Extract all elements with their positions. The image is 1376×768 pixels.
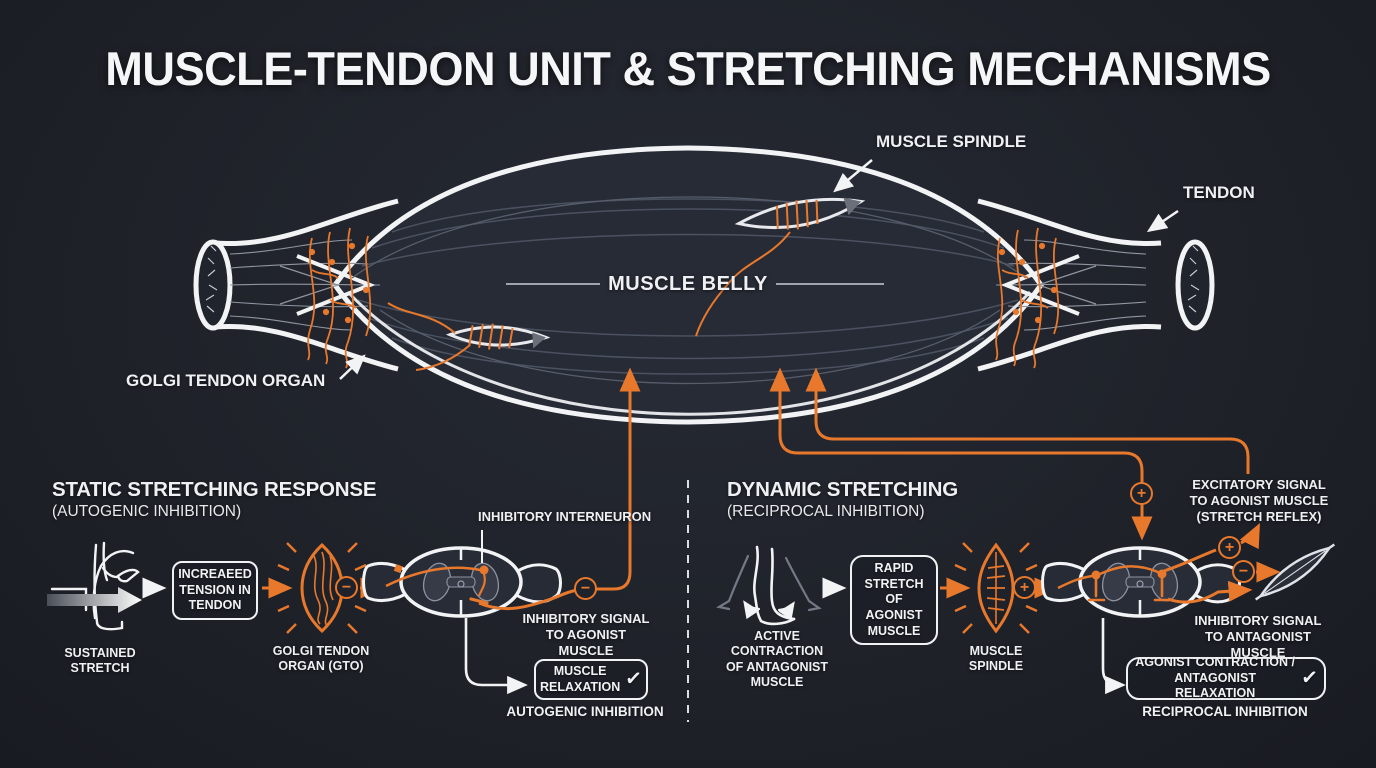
plus-circle-icon: + bbox=[1013, 576, 1036, 599]
dynamic-panel-heading: DYNAMIC STRETCHING bbox=[727, 478, 959, 501]
agonist-contraction-box: AGONIST CONTRACTION / ANTAGONIST RELAXAT… bbox=[1126, 655, 1326, 701]
kick-figure bbox=[715, 545, 822, 626]
static-result-arrow bbox=[464, 618, 528, 695]
tendon-label: TENDON bbox=[1183, 183, 1255, 202]
muscle-spindle-label: MUSCLE SPINDLE bbox=[876, 132, 1027, 151]
right-tendon bbox=[977, 198, 1215, 372]
gto-icon bbox=[277, 542, 367, 634]
muscle-relaxation-text: MUSCLE RELAXATION bbox=[539, 663, 621, 694]
muscle-relaxation-box: MUSCLE RELAXATION ✓ bbox=[534, 659, 648, 700]
inhibitory-interneuron-label: INHIBITORY INTERNEURON bbox=[478, 509, 652, 524]
increased-tension-box: INCREAEED TENSION IN TENDON bbox=[172, 561, 258, 620]
excitatory-signal-label: EXCITATORY SIGNAL TO AGONIST MUSCLE (STR… bbox=[1189, 477, 1329, 524]
agonist-contraction-text: AGONIST CONTRACTION / ANTAGONIST RELAXAT… bbox=[1135, 655, 1295, 701]
dynamic-result-arrow bbox=[1101, 618, 1126, 695]
sustained-stretch-caption: SUSTAINED STRETCH bbox=[64, 646, 136, 676]
spinal-cord-left bbox=[362, 546, 562, 618]
dynamic-panel-subheading: (RECIPROCAL INHIBITION) bbox=[727, 503, 925, 520]
check-icon: ✓ bbox=[1300, 666, 1320, 690]
rapid-stretch-box: RAPID STRETCH OF AGONIST MUSCLE bbox=[850, 555, 938, 646]
antagonist-muscle-icon bbox=[1254, 543, 1336, 601]
muscle-spindle-figure-bottom bbox=[387, 302, 551, 371]
muscle-spindle-pointer-arrow bbox=[833, 159, 873, 193]
muscle-belly-label: MUSCLE BELLY bbox=[608, 273, 768, 295]
muscle-spindle-caption: MUSCLE SPINDLE bbox=[968, 644, 1024, 674]
page-title: MUSCLE-TENDON UNIT & STRETCHING MECHANIS… bbox=[105, 42, 1271, 95]
autogenic-inhibition-caption: AUTOGENIC INHIBITION bbox=[506, 704, 664, 719]
active-contraction-caption: ACTIVE CONTRACTION OF ANTAGONIST MUSCLE bbox=[725, 629, 829, 689]
inhibitory-signal-antagonist-label: INHIBITORY SIGNAL TO ANTAGONIST MUSCLE bbox=[1194, 613, 1322, 660]
minus-circle-icon: − bbox=[335, 576, 358, 599]
tendon-pointer-arrow bbox=[1146, 209, 1179, 233]
left-tendon bbox=[193, 198, 399, 372]
signal-routing bbox=[769, 367, 1250, 541]
dynamic-reflex-pathway bbox=[1057, 522, 1281, 604]
sustained-stretch-arrow bbox=[47, 587, 142, 613]
plus-circle-icon: + bbox=[1218, 536, 1241, 559]
plus-circle-icon: + bbox=[1130, 482, 1153, 505]
gto-caption: GOLGI TENDON ORGAN (GTO) bbox=[272, 644, 370, 674]
inhibitory-signal-agonist-label: INHIBITORY SIGNAL TO AGONIST MUSCLE bbox=[522, 611, 650, 658]
muscle-spindle-figure-top bbox=[695, 197, 866, 337]
golgi-tendon-organ-figure-left bbox=[307, 227, 372, 369]
reciprocal-inhibition-caption: RECIPROCAL INHIBITION bbox=[1142, 704, 1308, 719]
minus-circle-icon: − bbox=[1232, 560, 1255, 583]
check-icon: ✓ bbox=[624, 667, 644, 691]
static-panel-subheading: (AUTOGENIC INHIBITION) bbox=[52, 503, 242, 520]
golgi-tendon-organ-figure-right bbox=[995, 227, 1060, 369]
golgi-tendon-organ-label: GOLGI TENDON ORGAN bbox=[126, 371, 326, 390]
gto-pointer-arrow bbox=[339, 354, 366, 380]
minus-circle-icon: − bbox=[574, 577, 597, 600]
muscle-fibers bbox=[346, 196, 1032, 416]
stretch-figure bbox=[50, 541, 140, 631]
static-panel-heading: STATIC STRETCHING RESPONSE bbox=[52, 478, 377, 501]
muscle-spindle-icon bbox=[954, 542, 1038, 634]
